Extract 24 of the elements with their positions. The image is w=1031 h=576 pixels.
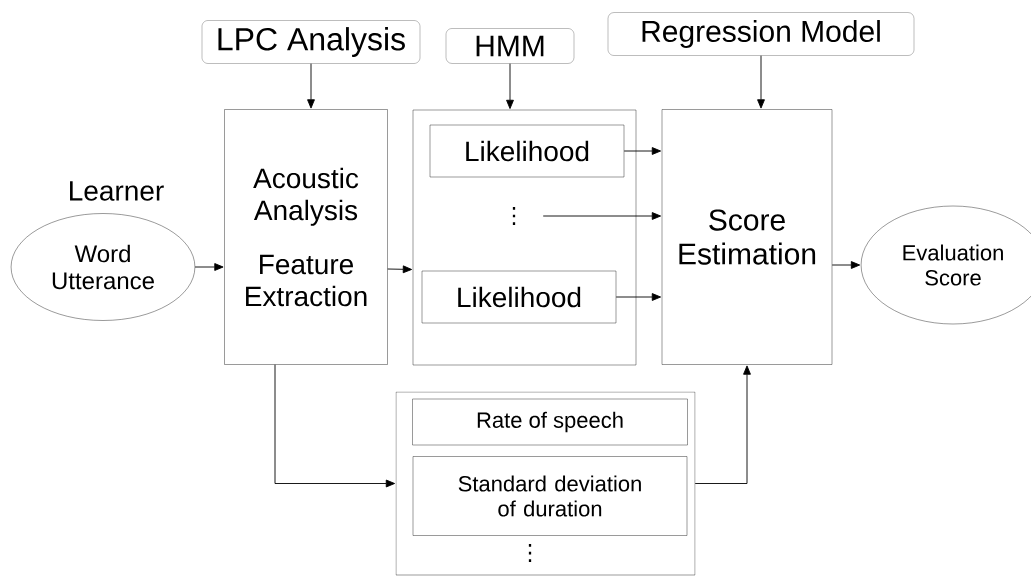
arrow [542, 212, 662, 220]
node-caption: Learner [70, 181, 164, 201]
arrow [757, 55, 765, 109]
arrow [623, 147, 662, 155]
process-box: LPC Analysis [201, 20, 421, 64]
process-box: Likelihood [429, 124, 625, 178]
arrow [831, 261, 861, 269]
arrow [615, 293, 662, 301]
arrow [506, 63, 514, 110]
group-box [395, 391, 696, 576]
process-box: Rate of speech [412, 398, 688, 446]
process-box: Score Estimation [661, 109, 833, 365]
process-box: Regression Model [607, 12, 915, 56]
ellipsis-text: ⋮ [512, 207, 516, 225]
arrow [274, 364, 396, 488]
process-box: Likelihood [421, 270, 617, 324]
process-box: HMM [445, 28, 575, 64]
arrow [387, 265, 413, 274]
process-box: Standard deviation of duration [412, 456, 688, 536]
arrow [194, 263, 224, 271]
arrow [307, 63, 315, 109]
arrow [694, 365, 751, 484]
process-box: Acoustic Analysis Feature Extraction [224, 109, 388, 365]
group-box [412, 109, 637, 366]
